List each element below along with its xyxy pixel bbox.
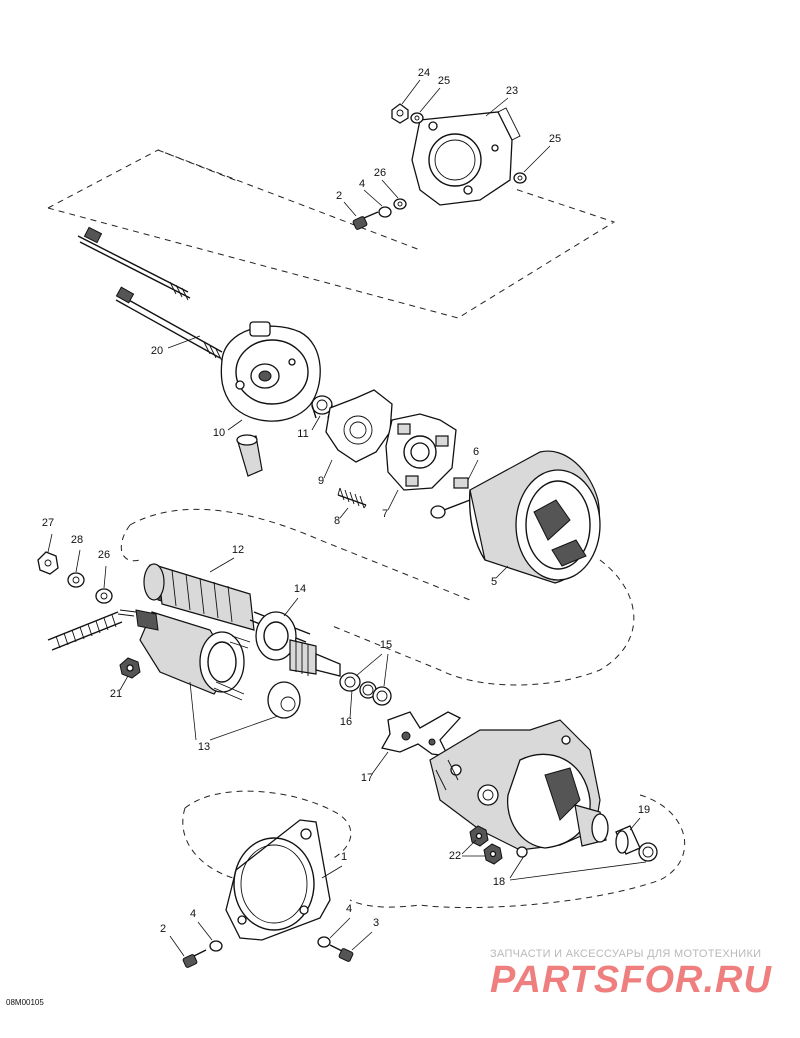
callout-28: 28 bbox=[71, 534, 83, 546]
part-1-mounting-gasket bbox=[225, 819, 331, 941]
callout-12: 12 bbox=[232, 544, 244, 556]
part-8-brush-spring bbox=[337, 487, 367, 509]
part-25-washer-right bbox=[513, 172, 527, 184]
part-4-lockwasher-left bbox=[209, 940, 223, 952]
part-28-washer bbox=[67, 572, 85, 588]
callout-2: 2 bbox=[160, 923, 166, 935]
callout-19: 19 bbox=[638, 804, 650, 816]
part-2-screw-upper bbox=[352, 211, 379, 230]
part-5-yoke-housing bbox=[468, 450, 601, 584]
part-13-solenoid bbox=[117, 609, 251, 701]
callout-4: 4 bbox=[190, 908, 196, 920]
part-13-plunger-cap bbox=[267, 681, 301, 719]
part-7-brush-holder bbox=[385, 413, 457, 491]
part-14-drive-clutch bbox=[255, 611, 341, 677]
part-3-screw bbox=[329, 944, 354, 962]
part-4-lockwasher-upper bbox=[378, 206, 392, 218]
callout-6: 6 bbox=[473, 446, 479, 458]
part-16-stop-collar bbox=[339, 672, 361, 692]
callout-18: 18 bbox=[493, 876, 505, 888]
callout-23: 23 bbox=[506, 85, 518, 97]
callout-5: 5 bbox=[491, 576, 497, 588]
part-4-lockwasher-right bbox=[317, 936, 331, 948]
leader-lines bbox=[47, 79, 647, 957]
callout-4: 4 bbox=[359, 178, 365, 190]
part-23-rear-bracket bbox=[411, 107, 521, 206]
callout-2: 2 bbox=[336, 190, 342, 202]
callout-15: 15 bbox=[380, 639, 392, 651]
callout-24: 24 bbox=[418, 67, 430, 79]
callout-11: 11 bbox=[297, 428, 308, 440]
part-18-seal-ring bbox=[638, 842, 658, 862]
callout-10: 10 bbox=[213, 427, 225, 439]
through-bolt-upper bbox=[77, 226, 191, 301]
callout-9: 9 bbox=[318, 475, 324, 487]
part-25-washer-upper bbox=[410, 112, 424, 124]
part-18-drive-housing bbox=[429, 719, 609, 858]
callout-3: 3 bbox=[373, 917, 379, 929]
part-27-nut bbox=[37, 551, 59, 575]
part-6-brush-lead bbox=[430, 477, 471, 519]
part-26-washer-upper bbox=[393, 198, 407, 210]
callout-25: 25 bbox=[549, 133, 561, 145]
callout-16: 16 bbox=[340, 716, 352, 728]
callout-4: 4 bbox=[346, 903, 352, 915]
callout-13: 13 bbox=[198, 741, 210, 753]
callout-20: 20 bbox=[151, 345, 163, 357]
watermark-tagline: ЗАПЧАСТИ И АКСЕССУАРЫ ДЛЯ МОТОТЕХНИКИ bbox=[490, 948, 761, 960]
callout-21: 21 bbox=[110, 688, 122, 700]
assembly-outlines bbox=[47, 149, 686, 909]
callout-26: 26 bbox=[98, 549, 110, 561]
watermark: ЗАПЧАСТИ И АКСЕССУАРЫ ДЛЯ МОТОТЕХНИКИ PA… bbox=[490, 948, 772, 1001]
callout-17: 17 bbox=[361, 772, 373, 784]
callout-8: 8 bbox=[334, 515, 340, 527]
drawing-code: 08M00105 bbox=[6, 998, 44, 1007]
part-20-through-bolt bbox=[115, 286, 223, 362]
part-12-armature bbox=[143, 563, 311, 643]
callout-22: 22 bbox=[449, 850, 461, 862]
part-2-screw-lower bbox=[182, 949, 207, 968]
part-21-nut bbox=[119, 657, 141, 679]
callout-1: 1 bbox=[341, 851, 347, 863]
callout-7: 7 bbox=[382, 508, 388, 520]
part-17-shift-lever bbox=[380, 711, 462, 757]
part-19-bushing bbox=[615, 825, 641, 855]
callout-26: 26 bbox=[374, 167, 386, 179]
part-15-thrust-washer bbox=[372, 686, 392, 706]
part-24-nut bbox=[391, 103, 409, 124]
watermark-brand: PARTSFOR.RU bbox=[490, 959, 772, 1001]
part-9-insulator-plate bbox=[325, 389, 393, 463]
part-26-washer-lower bbox=[95, 588, 113, 604]
callout-27: 27 bbox=[42, 517, 54, 529]
part-10-end-frame bbox=[220, 321, 321, 477]
part-15-snap-ring bbox=[359, 681, 377, 699]
callout-14: 14 bbox=[294, 583, 306, 595]
terminal-stud bbox=[47, 611, 123, 651]
callout-25: 25 bbox=[438, 75, 450, 87]
